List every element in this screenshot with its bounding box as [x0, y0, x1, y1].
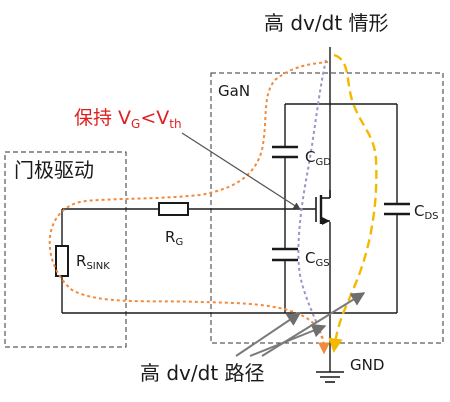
ground-symbol	[316, 371, 344, 383]
gnd-label: GND	[350, 356, 384, 374]
gate-pointer-arrow	[181, 132, 301, 210]
cds-capacitor	[384, 202, 410, 216]
rsink-resistor	[55, 245, 69, 277]
purple-dotted-path	[297, 59, 327, 339]
cgd-capacitor	[272, 145, 298, 159]
cgs-capacitor	[272, 247, 298, 262]
path-bottom-label: 高 dv/dt 路径	[140, 361, 265, 385]
cgs-label: CGS	[305, 249, 330, 269]
gate-drive-label: 门极驱动	[14, 158, 94, 182]
title-top: 高 dv/dt 情形	[264, 11, 389, 35]
rg-label: RG	[165, 228, 183, 248]
gan-label: GaN	[218, 82, 250, 100]
gate-drive-box	[4, 151, 127, 348]
hold-condition-label: 保持 VG<Vth	[74, 107, 182, 131]
yellow-dashed-path	[328, 53, 378, 353]
rsink-label: RSINK	[76, 252, 110, 272]
path-arrow-right	[261, 292, 366, 357]
orange-dotted-path	[48, 61, 330, 355]
cgd-label: CGD	[305, 148, 331, 168]
path-arrow-left	[235, 312, 302, 357]
rg-resistor	[158, 202, 189, 216]
gan-box	[210, 72, 444, 344]
cds-label: CDS	[414, 202, 439, 222]
transistor-arrow	[322, 217, 330, 225]
